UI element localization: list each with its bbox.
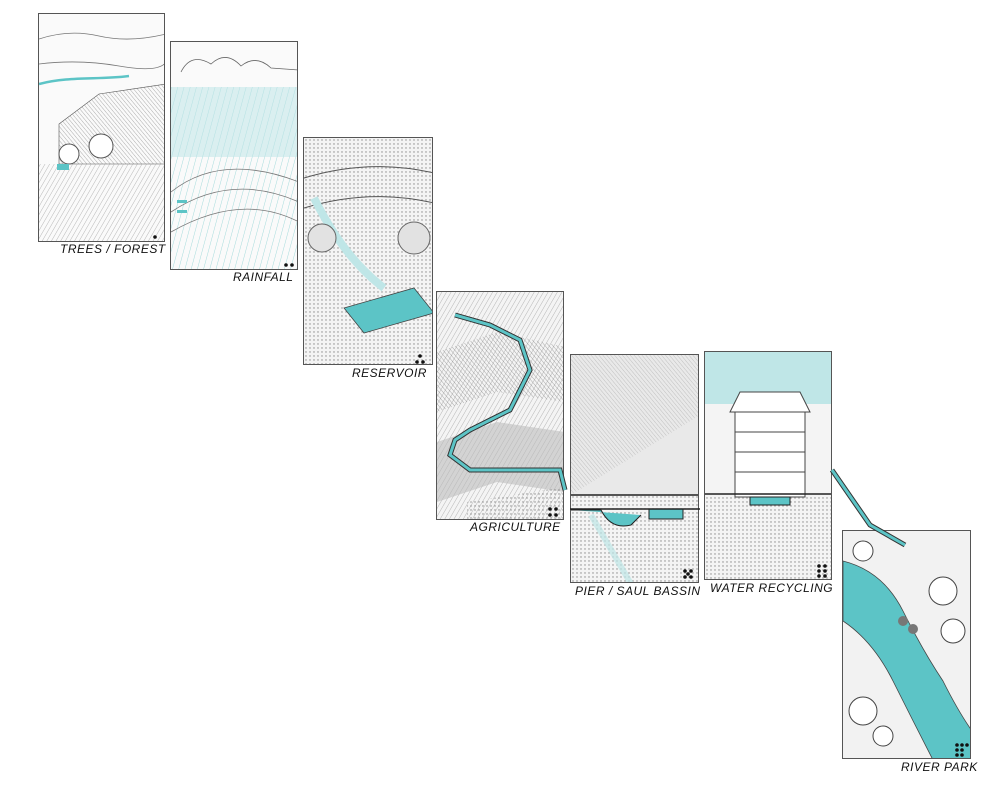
stage-index-dots-4: [548, 507, 558, 517]
stage-index-dots-3: [415, 354, 425, 364]
stage-label: PIER / SAUL BASSIN: [575, 584, 701, 598]
stage-index-dots-6: [817, 564, 827, 578]
panel-rainfall: [170, 41, 298, 270]
panel-river-park: [842, 530, 971, 759]
stage-label: RAINFALL: [233, 270, 294, 284]
stage-index-dots-7: [955, 743, 969, 757]
stage-label: RESERVOIR: [352, 366, 427, 380]
stage-index-dots-5: [683, 569, 693, 579]
stage-index-dots-1: [153, 235, 157, 239]
stage-label: TREES / FOREST: [60, 242, 166, 256]
stage-index-dots-2: [284, 263, 294, 267]
panel-trees-forest: [38, 13, 165, 242]
panel-water-recycling: [704, 351, 832, 580]
stage-label: RIVER PARK: [901, 760, 978, 774]
stage-label: AGRICULTURE: [470, 520, 561, 534]
panel-agriculture: [436, 291, 564, 520]
panel-pier-saul-bassin: [570, 354, 699, 583]
stage-label: WATER RECYCLING: [710, 581, 834, 595]
panel-reservoir: [303, 137, 433, 365]
